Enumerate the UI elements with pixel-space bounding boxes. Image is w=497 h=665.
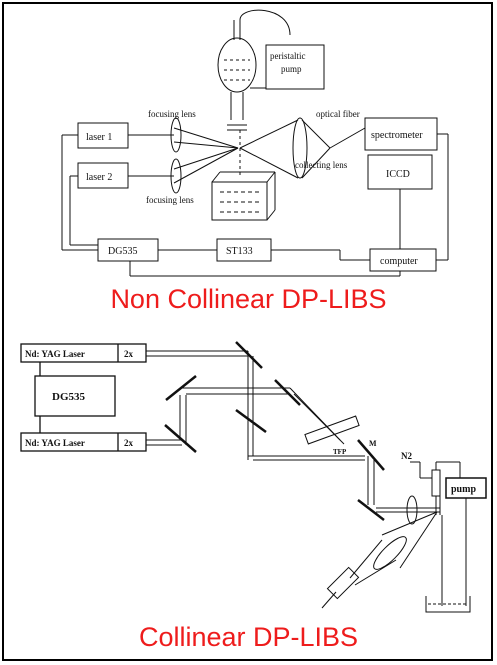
collecting-lens-label: collecting lens: [295, 160, 348, 170]
sample-flask: [217, 9, 291, 131]
pump-label: pump: [451, 484, 476, 495]
collecting-lens: [292, 117, 308, 179]
spectrometer-label: spectrometer: [371, 130, 423, 141]
beam-paths: [146, 341, 440, 609]
laser-top-label: Nd: YAG Laser: [25, 349, 85, 359]
laser2-label: laser 2: [86, 172, 112, 183]
n2-label: N2: [401, 451, 412, 461]
caption-non-collinear: Non Collinear DP-LIBS: [110, 284, 387, 314]
focusing-lens-2: [170, 158, 182, 194]
peristaltic-pump-box: [265, 44, 325, 90]
nd-yag-laser-top-box: [20, 343, 147, 363]
pump-assembly: [410, 461, 487, 613]
dg535-box-bottom: [34, 375, 116, 417]
caption-collinear: Collinear DP-LIBS: [138, 622, 359, 652]
pump-label-1: peristaltic: [270, 51, 306, 61]
pump-label-2: pump: [281, 64, 302, 74]
nd-yag-laser-bottom-box: [20, 432, 147, 452]
dg535-label-top: DG535: [108, 246, 137, 257]
dg535-label-bottom: DG535: [52, 391, 86, 403]
sample-cube: [211, 171, 276, 221]
focusing-lens-label-top: focusing lens: [148, 109, 196, 119]
laser-bottom-label: Nd: YAG Laser: [25, 438, 85, 448]
figure-frame: [2, 2, 493, 661]
focusing-lens-1: [170, 117, 182, 153]
iccd-label: ICCD: [386, 169, 410, 180]
computer-label: computer: [380, 256, 418, 267]
tfp-label: TFP: [333, 448, 347, 456]
laser-top-2x: 2x: [124, 349, 134, 359]
mirror-m-label: M: [369, 439, 377, 448]
focusing-lens-label-bottom: focusing lens: [146, 195, 194, 205]
st133-label: ST133: [226, 246, 253, 257]
laser-bottom-2x: 2x: [124, 438, 134, 448]
optical-fiber-label: optical fiber: [316, 109, 360, 119]
laser1-label: laser 1: [86, 132, 112, 143]
